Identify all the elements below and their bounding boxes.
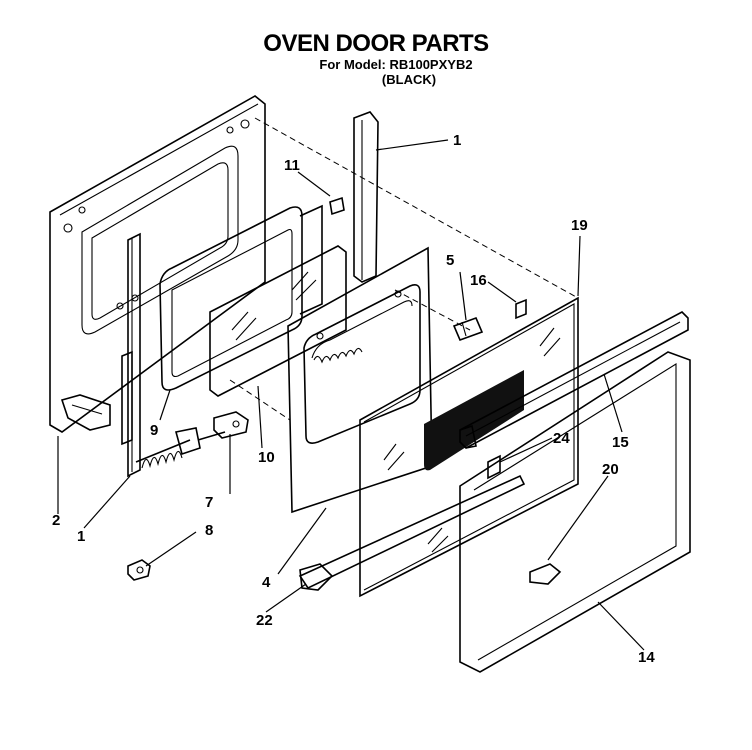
callout-16: 16 <box>470 272 487 289</box>
door-frame <box>459 351 691 673</box>
callout-20: 20 <box>602 461 619 478</box>
callout-5: 5 <box>446 252 454 269</box>
callout-labels: 1 11 5 16 19 15 20 24 14 22 4 7 8 1 2 9 … <box>52 132 655 666</box>
model-color: (BLACK) <box>381 72 437 87</box>
door-clip <box>127 559 151 581</box>
right-door-channel <box>353 111 379 283</box>
outer-glass-panel <box>359 296 579 598</box>
left-door-channel <box>121 232 141 478</box>
callout-9: 9 <box>150 422 158 439</box>
door-latch-bracket <box>452 316 484 342</box>
callout-4: 4 <box>262 574 271 591</box>
diagram-title: OVEN DOOR PARTS <box>263 30 489 57</box>
alignment-lines <box>229 117 579 421</box>
callout-11: 11 <box>284 157 300 174</box>
model-number: For Model: RB100PXYB2 <box>319 57 473 72</box>
spring-clip <box>515 298 527 320</box>
screw-clip <box>487 454 501 480</box>
callout-22: 22 <box>256 612 273 629</box>
handle-end-cap <box>529 563 562 585</box>
callout-14: 14 <box>638 649 655 666</box>
retainer-clip <box>329 196 345 216</box>
door-hinge <box>60 394 111 431</box>
callout-7: 7 <box>205 494 213 511</box>
hinge-spring <box>135 427 226 469</box>
vent-channel <box>459 311 689 449</box>
callout-15: 15 <box>612 434 629 451</box>
inner-glass <box>209 245 347 397</box>
callout-2: 2 <box>52 512 60 529</box>
callout-8: 8 <box>205 522 213 539</box>
callout-19: 19 <box>571 217 588 234</box>
callout-1-bottom: 1 <box>77 528 85 545</box>
outer-door-panel <box>49 95 266 433</box>
callout-1-top: 1 <box>453 132 461 149</box>
hinge-bracket <box>213 411 249 439</box>
callout-10: 10 <box>258 449 275 466</box>
callout-24: 24 <box>553 430 570 447</box>
door-handle <box>298 474 526 591</box>
leader-lines <box>57 139 645 651</box>
